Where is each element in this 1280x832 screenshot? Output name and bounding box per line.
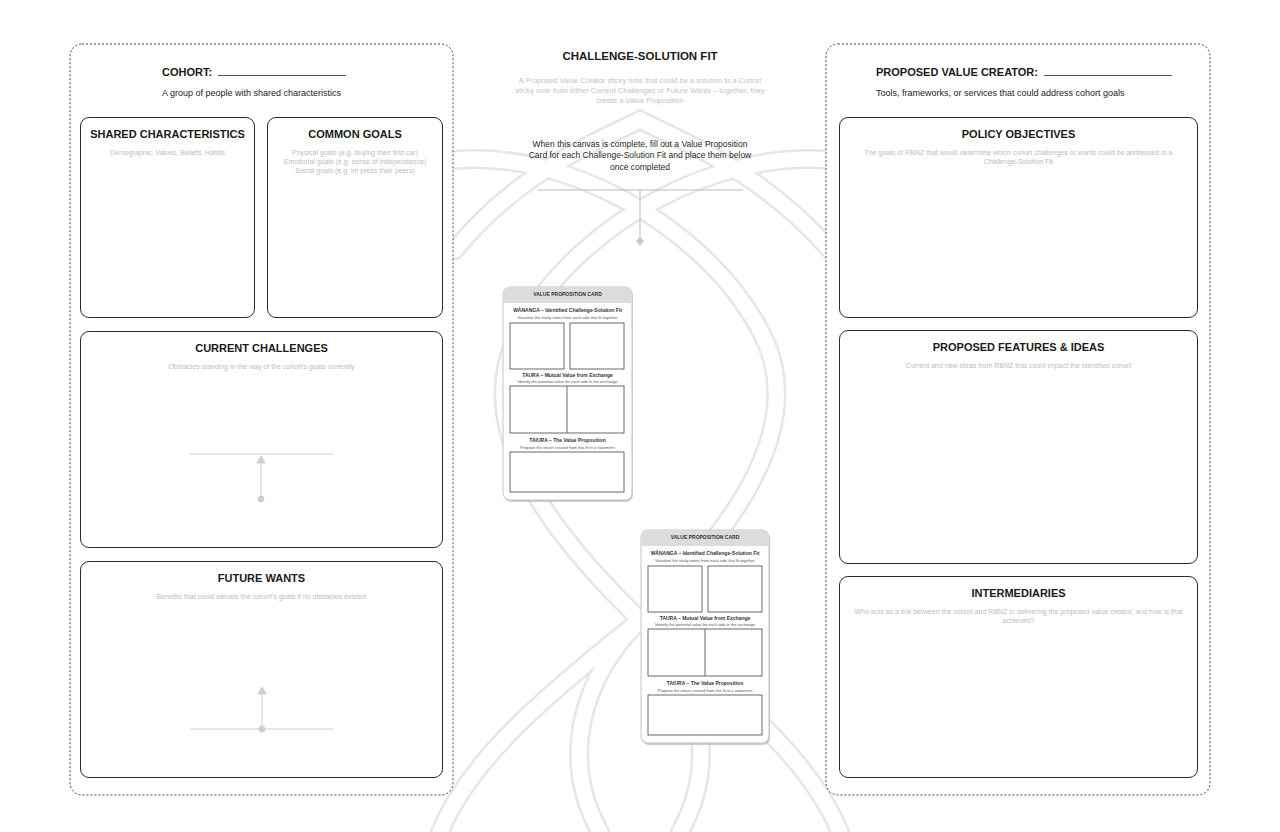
panel-outline — [826, 44, 1210, 795]
center-pointer — [538, 190, 743, 246]
section-hint: Demographic, Values, Beliefs, Habits — [95, 148, 240, 157]
section-hint: Who acts as a link between the cohort an… — [854, 607, 1183, 625]
section-heading: CURRENT CHALLENGES — [81, 342, 442, 354]
section-heading: COMMON GOALS — [268, 128, 442, 140]
card-header: VALUE PROPOSITION CARD — [671, 534, 740, 540]
section-heading: INTERMEDIARIES — [840, 587, 1197, 599]
canvas-panel: COHORT: A group of people with shared cha… — [70, 44, 453, 795]
panel-outline — [70, 44, 453, 795]
section-heading: PROPOSED FEATURES & IDEAS — [840, 341, 1197, 353]
card-step-heading: TAURA – Mutual Value from Exchange — [660, 615, 751, 621]
canvas-panel: PROPOSED VALUE CREATOR: Tools, frameworks… — [826, 44, 1210, 795]
card-step-hint: Identify the potential value for each si… — [518, 379, 618, 384]
section-box: COMMON GOALS Physical goals (e.g. buying … — [267, 117, 443, 318]
section-heading: POLICY OBJECTIVES — [840, 128, 1197, 140]
card-step-hint: Visualise the sticky notes from each sid… — [518, 315, 618, 320]
card-step-heading: WĀNANGA – Identified Challenge-Solution … — [513, 307, 622, 313]
section-hint: Physical goals (e.g. buying their first … — [282, 148, 428, 175]
card-step-heading: WĀNANGA – Identified Challenge-Solution … — [651, 550, 760, 556]
panel-heading: PROPOSED VALUE CREATOR: — [876, 66, 1172, 78]
panel-subtitle: A group of people with shared characteri… — [162, 88, 341, 98]
canvas-title: CHALLENGE-SOLUTION FIT — [470, 50, 810, 62]
instruction-note: When this canvas is complete, fill out a… — [528, 139, 752, 173]
section-box: CURRENT CHALLENGES Obstacles standing in … — [80, 331, 443, 548]
value-proposition-card: VALUE PROPOSITION CARD WĀNANGA – Identifi… — [503, 287, 632, 500]
card-step-hint: Identify the potential value for each si… — [655, 622, 755, 627]
section-heading: FUTURE WANTS — [81, 572, 442, 584]
section-box: INTERMEDIARIES Who acts as a link between… — [839, 576, 1198, 778]
card-step-heading: TAIURA – The Value Proposition — [529, 437, 605, 443]
braid-illustration — [440, 120, 840, 832]
card-step-heading: TAURA – Mutual Value from Exchange — [522, 372, 613, 378]
section-heading: SHARED CHARACTERISTICS — [81, 128, 254, 140]
card-header: VALUE PROPOSITION CARD — [533, 291, 602, 297]
panel-subtitle: Tools, frameworks, or services that coul… — [876, 88, 1125, 98]
section-box: PROPOSED FEATURES & IDEAS Current and new… — [839, 330, 1198, 564]
panel-heading: COHORT: — [162, 66, 346, 78]
card-step-heading: TAIURA – The Value Proposition — [667, 680, 743, 686]
value-proposition-card: VALUE PROPOSITION CARD WĀNANGA – Identifi… — [641, 530, 769, 743]
card-step-hint: Propose the return created from this fit… — [520, 445, 615, 450]
section-box: SHARED CHARACTERISTICS Demographic, Value… — [80, 117, 255, 318]
section-box: FUTURE WANTS Benefits that could elevate … — [80, 561, 443, 778]
card-step-hint: Visualise the sticky notes from each sid… — [655, 558, 755, 563]
section-hint: Obstacles standing in the way of the coh… — [95, 362, 428, 371]
section-hint: The goals of RBNZ that would determine w… — [854, 148, 1183, 166]
section-hint: Current and new ideas from RBNZ that cou… — [854, 361, 1183, 370]
fit-description: A Proposed Value Creator sticky note tha… — [510, 76, 770, 106]
section-box: POLICY OBJECTIVES The goals of RBNZ that … — [839, 117, 1198, 318]
section-hint: Benefits that could elevate the cohort's… — [95, 592, 428, 601]
card-step-hint: Propose the return created from this fit… — [658, 688, 753, 693]
card-shapes — [503, 287, 770, 745]
